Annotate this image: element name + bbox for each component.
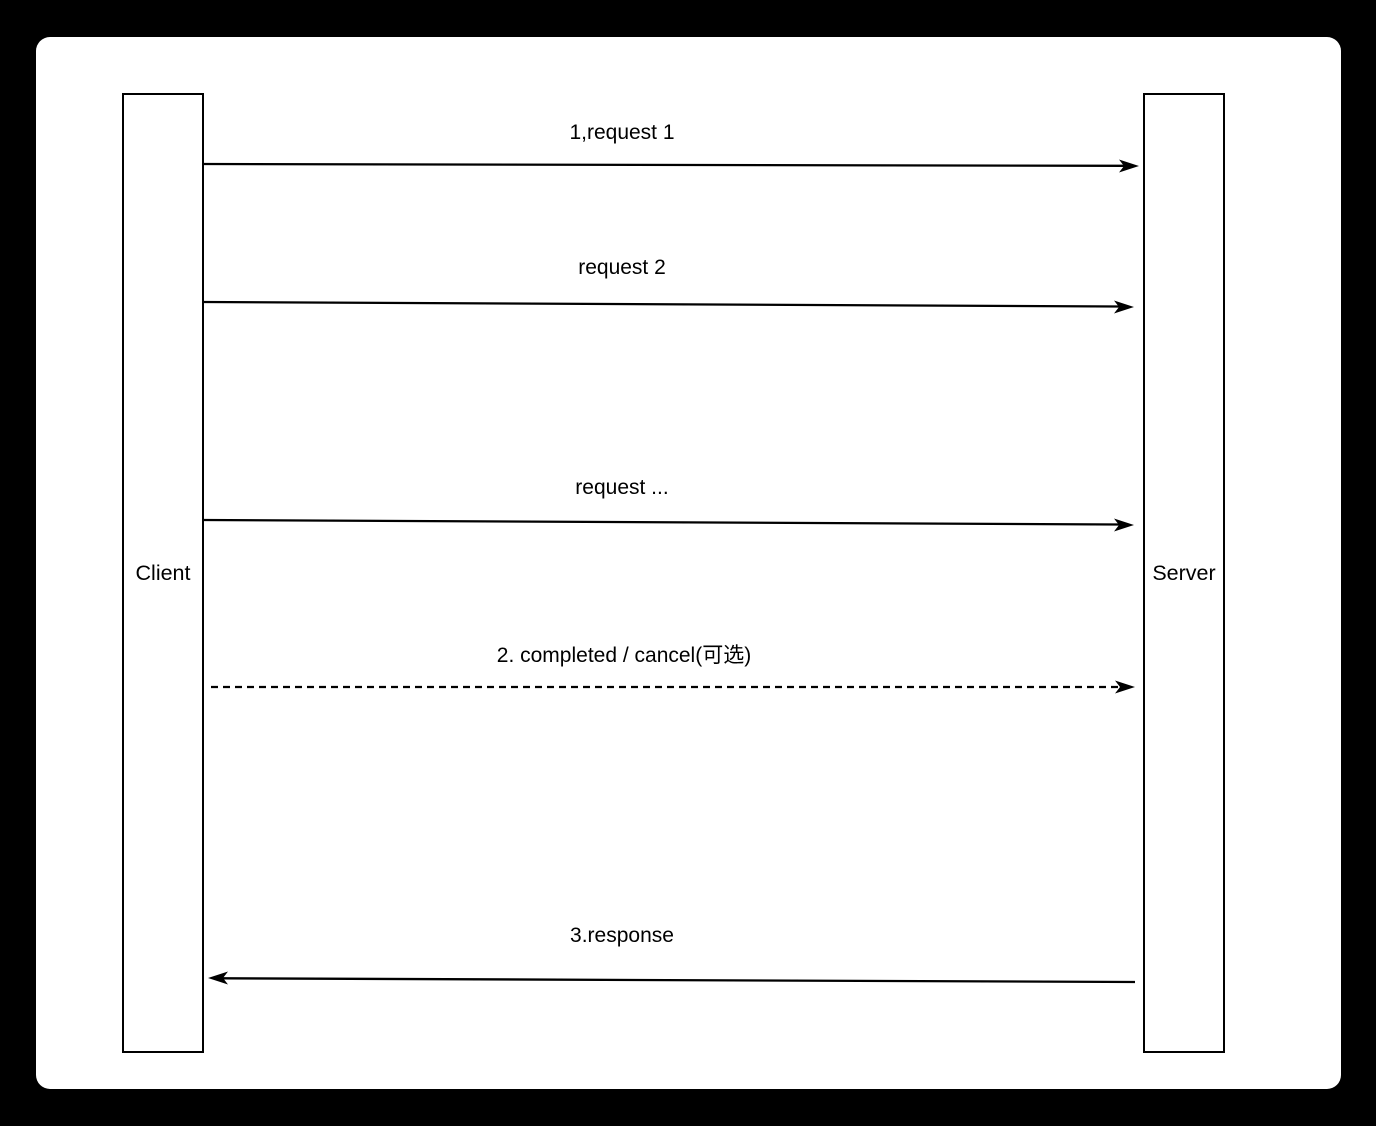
actor-client-label: Client [135, 560, 191, 585]
actor-server-lifeline: Server [1143, 93, 1225, 1053]
message-label-response: 3.response [570, 924, 674, 947]
message-label-completed-cancel: 2. completed / cancel(可选) [496, 644, 752, 667]
message-label-request-2: request 2 [578, 256, 666, 279]
message-label-request-1: 1,request 1 [569, 121, 675, 144]
actor-client-lifeline: Client [122, 93, 204, 1053]
diagram-canvas [36, 37, 1341, 1089]
actor-server-label: Server [1152, 560, 1216, 585]
message-label-request-more: request ... [575, 476, 669, 499]
